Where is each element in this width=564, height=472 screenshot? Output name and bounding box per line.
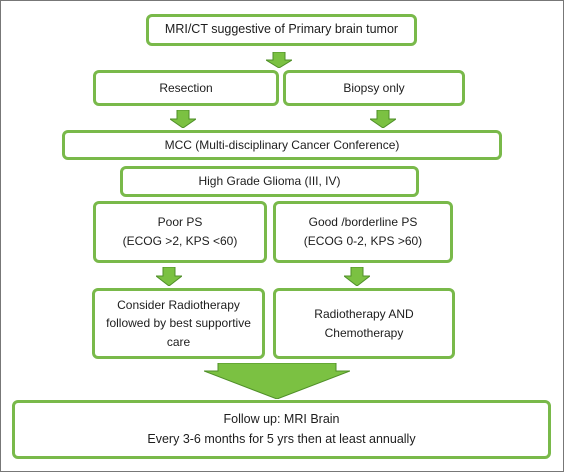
poor-ps-box: Poor PS (ECOG >2, KPS <60) [93,201,267,263]
arrow-shape [344,267,370,286]
high-grade-glioma-text: High Grade Glioma (III, IV) [198,174,341,189]
arrow-down-icon [156,267,182,286]
high-grade-glioma-box: High Grade Glioma (III, IV) [120,166,419,197]
good-ps-title: Good /borderline PS [308,215,418,230]
follow-up-title: Follow up: MRI Brain [223,412,340,427]
good-ps-criteria: (ECOG 0-2, KPS >60) [303,234,423,248]
arrow-down-icon [370,110,396,128]
radio-chemo-box: Radiotherapy AND Chemotherapy [273,288,455,359]
arrow-shape [156,267,182,286]
arrow-shape [370,110,396,128]
radio-chemo-line-2: Chemotherapy [324,325,404,340]
arrow-down-icon [344,267,370,286]
arrow-shape [170,110,196,128]
radiotherapy-supportive-box: Consider Radiotherapy followed by best s… [92,288,265,359]
arrow-down-icon [266,52,292,68]
good-ps-box: Good /borderline PS (ECOG 0-2, KPS >60) [273,201,453,263]
mcc-box: MCC (Multi-disciplinary Cancer Conferenc… [62,130,502,160]
initial-imaging-text: MRI/CT suggestive of Primary brain tumor [164,22,399,37]
follow-up-schedule: Every 3-6 months for 5 yrs then at least… [147,431,416,446]
biopsy-text: Biopsy only [343,80,405,95]
arrow-down-icon [170,110,196,128]
resection-box: Resection [93,70,279,106]
radio-chemo-line-1: Radiotherapy AND [314,306,414,321]
large-arrow-shape [204,363,350,399]
radiotherapy-supportive-line-3: care [166,334,191,349]
radiotherapy-supportive-line-2: followed by best supportive [106,316,251,331]
large-arrow-down-icon [204,363,350,399]
initial-imaging-box: MRI/CT suggestive of Primary brain tumor [146,14,417,46]
resection-text: Resection [159,80,213,95]
poor-ps-criteria: (ECOG >2, KPS <60) [122,234,238,248]
biopsy-box: Biopsy only [283,70,465,106]
poor-ps-title: Poor PS [157,215,203,230]
mcc-text: MCC (Multi-disciplinary Cancer Conferenc… [164,137,400,152]
arrow-shape [266,52,292,68]
follow-up-box: Follow up: MRI Brain Every 3-6 months fo… [12,400,551,459]
radiotherapy-supportive-line-1: Consider Radiotherapy [117,297,240,312]
